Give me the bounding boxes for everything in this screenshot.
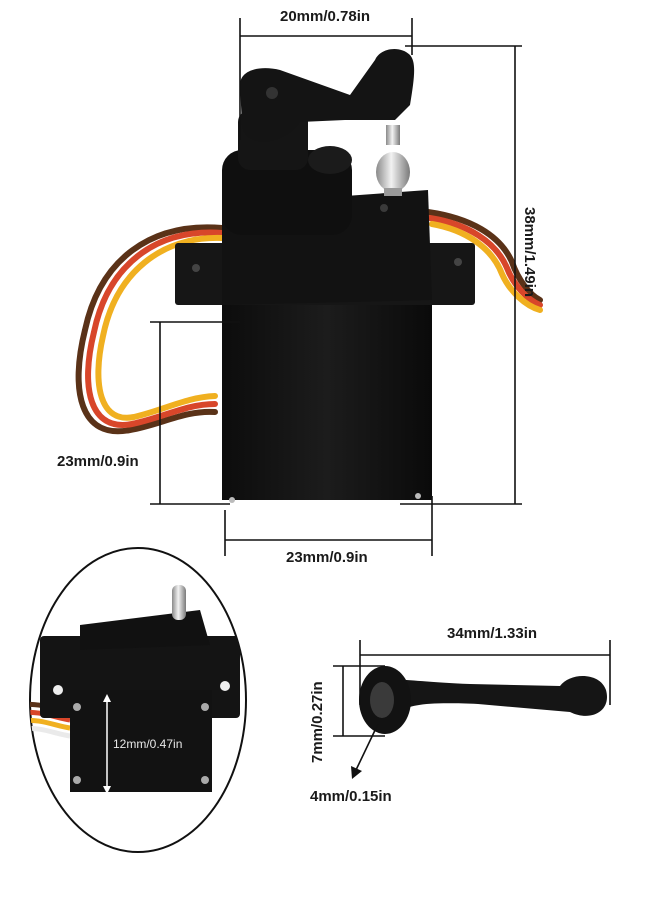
servo-horn (240, 48, 415, 142)
arm-hole (370, 682, 394, 718)
dimension-lines-arm (333, 640, 611, 771)
label-arm-head-height: 7mm/0.27in (309, 681, 326, 763)
dimension-lines-main (150, 18, 522, 556)
label-total-height: 38mm/1.49in (521, 207, 538, 298)
servo-main (75, 48, 543, 503)
horn-hole (266, 87, 278, 99)
inset-servo-bottom-view (29, 547, 247, 853)
servo-screw-top (380, 204, 388, 212)
servo-arm (359, 666, 608, 734)
flange-hole-right (454, 258, 462, 266)
label-inset-height: 12mm/0.47in (113, 737, 183, 751)
servo-wires (75, 209, 543, 435)
servo-lower-body (222, 300, 432, 500)
label-arm-hole: 4mm/0.15in (310, 788, 392, 805)
label-arm-length: 34mm/1.33in (447, 625, 538, 642)
label-top-width: 20mm/0.78in (280, 8, 371, 25)
ball-link (376, 125, 410, 196)
label-body-width: 23mm/0.9in (286, 549, 368, 566)
flange-hole-left (192, 264, 200, 272)
label-body-height: 23mm/0.9in (57, 453, 139, 470)
